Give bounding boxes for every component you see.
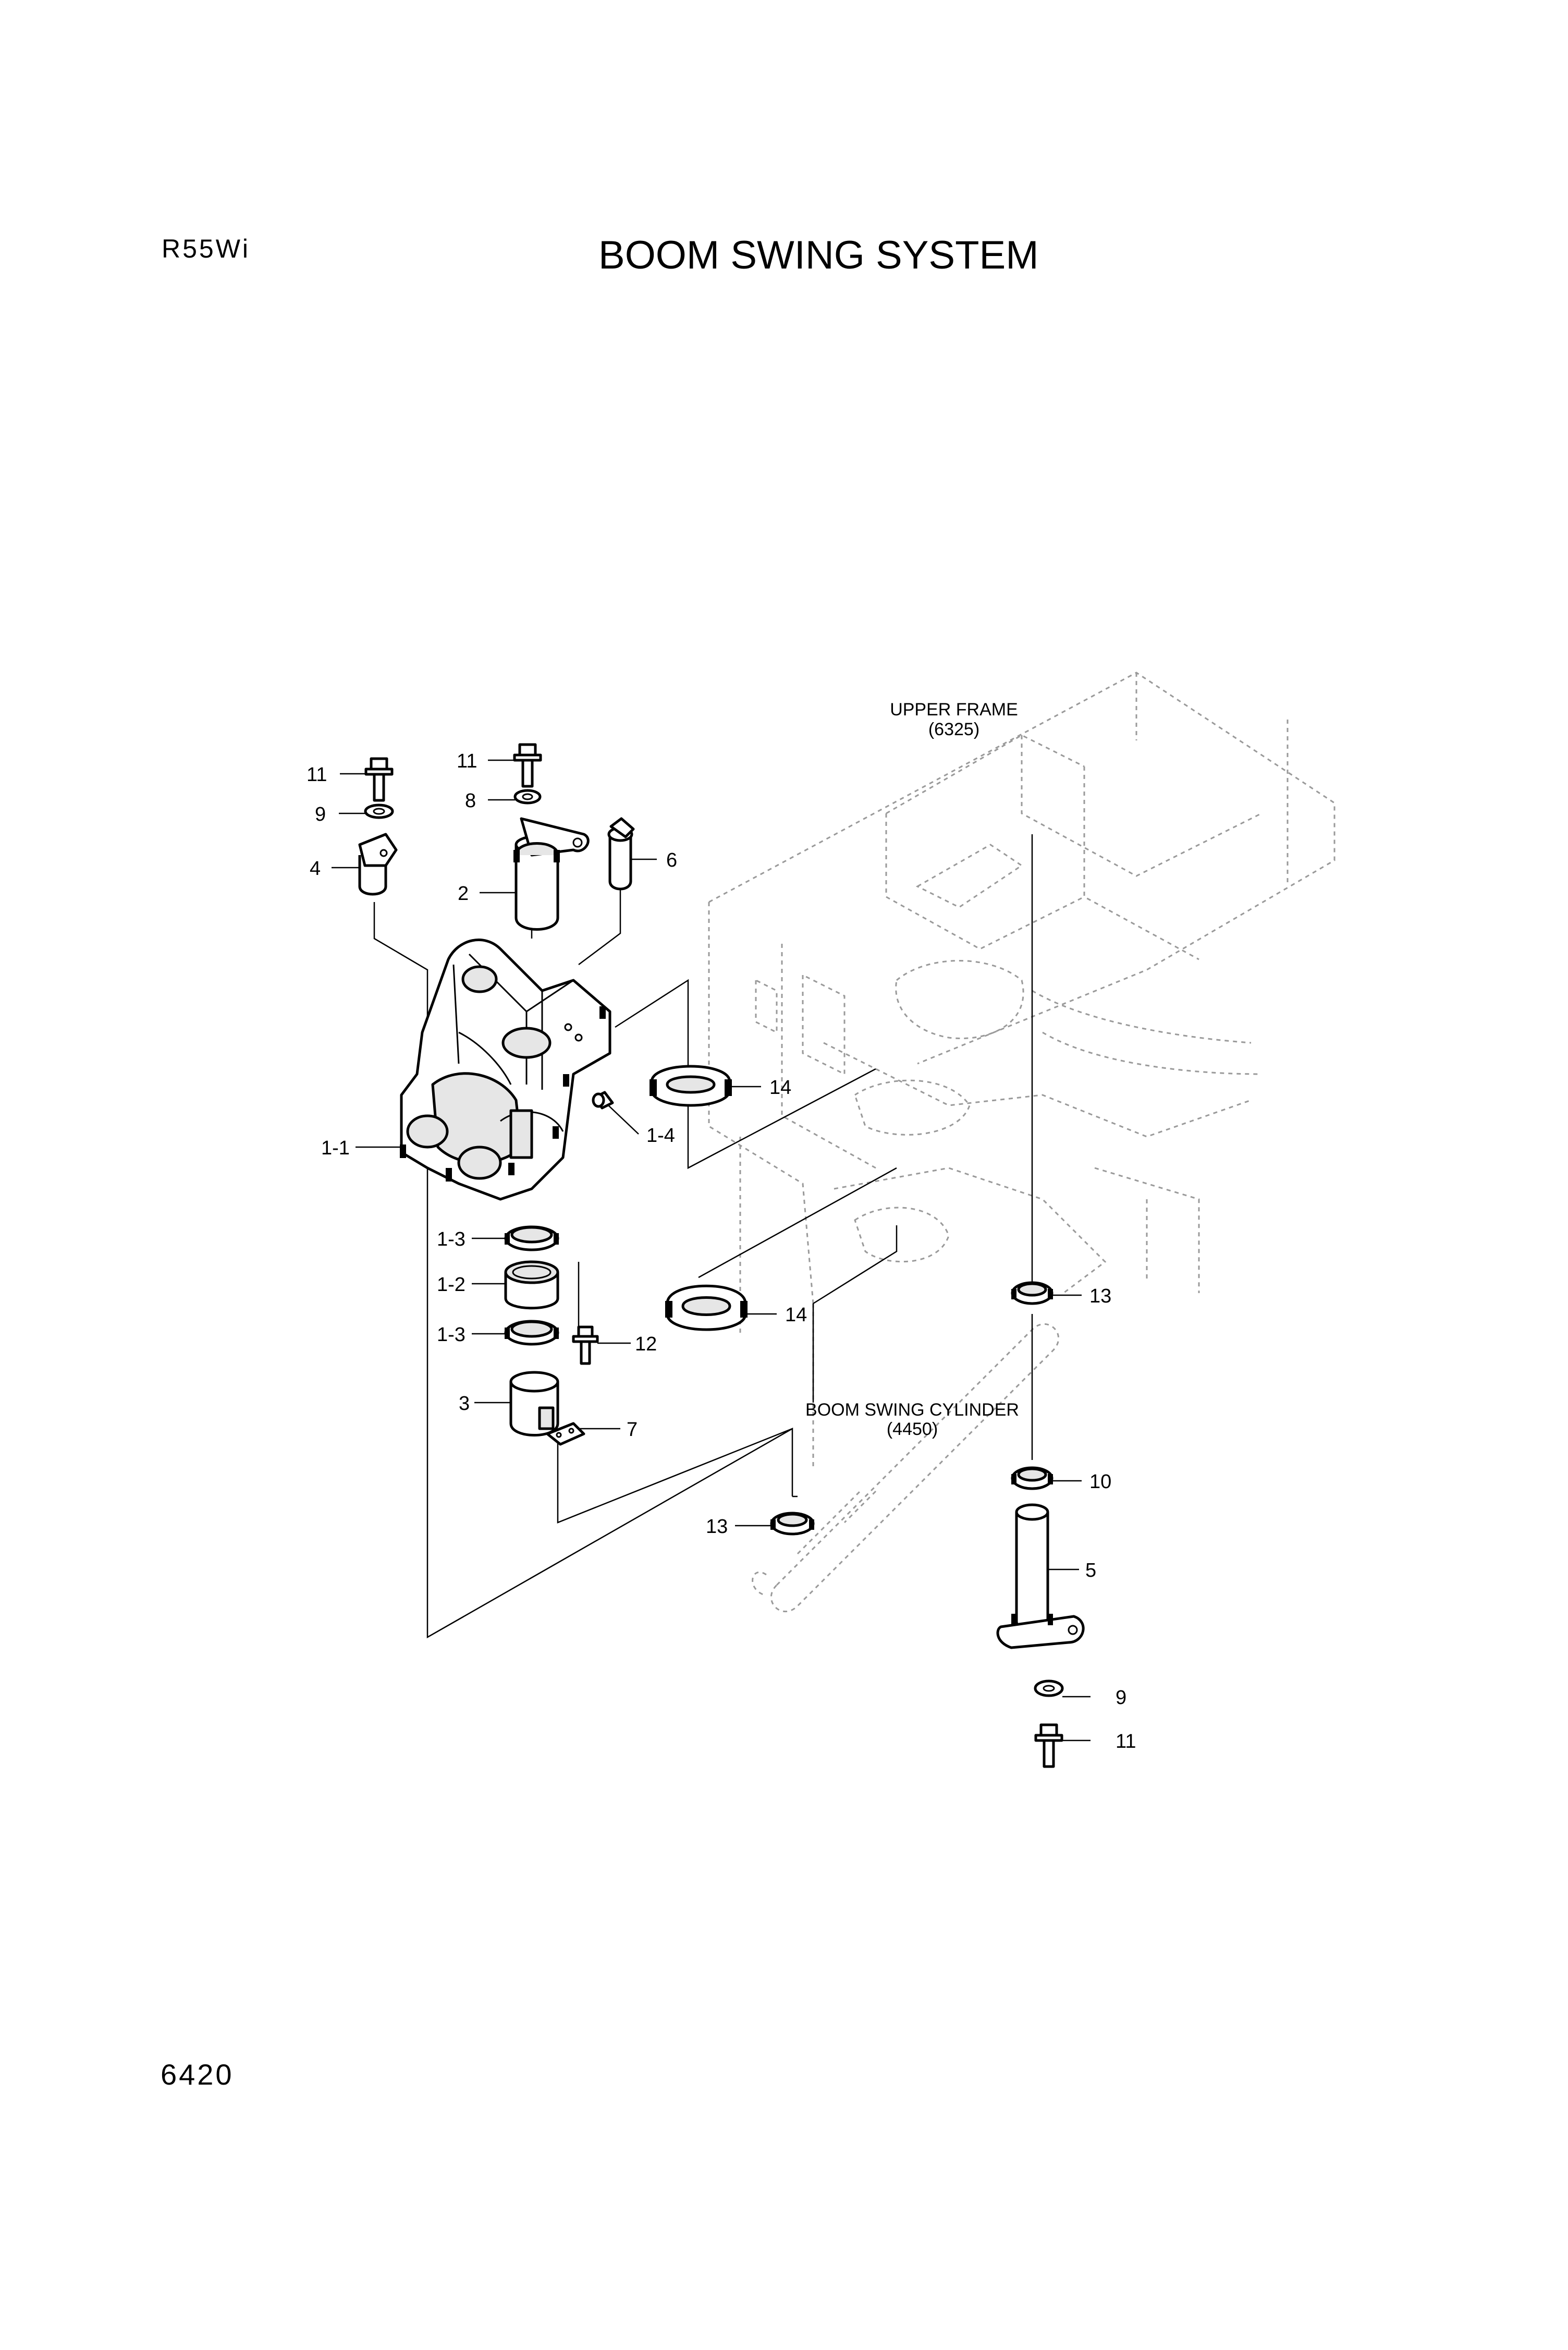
callout-5: 5 [1085, 1560, 1096, 1581]
callout-11-bottom: 11 [1116, 1731, 1136, 1752]
shim-14-lower [665, 1284, 748, 1331]
callout-9-top: 9 [315, 803, 326, 825]
callout-1-4: 1-4 [646, 1125, 675, 1147]
callout-11-top: 11 [457, 750, 477, 772]
shim-13-left [770, 1512, 815, 1536]
shim-14-upper [650, 1065, 732, 1107]
bolt-11-bottom [1034, 1723, 1063, 1768]
washer-8 [513, 789, 542, 805]
callout-12: 12 [635, 1333, 657, 1355]
callout-7: 7 [627, 1419, 638, 1441]
callout-13-left: 13 [706, 1516, 728, 1538]
bolt-12 [572, 1325, 599, 1365]
callout-9-bottom: 9 [1116, 1687, 1126, 1709]
callout-2: 2 [458, 883, 469, 905]
assembly-lines [373, 834, 1033, 1639]
plate-7 [546, 1422, 585, 1446]
model-code: R55Wi [162, 234, 251, 263]
callout-14-lower: 14 [785, 1304, 807, 1326]
callout-leaders [332, 759, 1091, 1742]
shim-10 [1011, 1466, 1054, 1490]
callout-13-right: 13 [1089, 1285, 1111, 1307]
boom-swing-cylinder-code: (4450) [887, 1419, 938, 1439]
upper-frame-label: UPPER FRAME [890, 700, 1018, 720]
upper-frame-reference: UPPER FRAME (6325) [890, 700, 1018, 739]
callout-1-2: 1-2 [437, 1274, 466, 1296]
bushing-1-2 [504, 1260, 559, 1310]
upper-frame-code: (6325) [928, 720, 979, 739]
grease-fitting-1-4 [592, 1091, 614, 1110]
boom-swing-cylinder-label: BOOM SWING CYLINDER [805, 1400, 1019, 1420]
callout-1-3-upper: 1-3 [437, 1228, 466, 1250]
washer-9-top [364, 803, 394, 819]
pin-6 [607, 817, 635, 891]
pin-3 [509, 1371, 559, 1436]
callout-11-left: 11 [307, 764, 327, 786]
callout-labels: 11 9 4 11 8 2 6 14 1-4 1-1 1-3 1-2 1-3 1… [307, 750, 1136, 1752]
page-title: BOOM SWING SYSTEM [598, 233, 1039, 277]
shim-1-3-upper [504, 1225, 559, 1251]
bolt-11-left [364, 757, 394, 802]
callout-10: 10 [1089, 1471, 1111, 1493]
boom-swing-cylinder-reference: BOOM SWING CYLINDER (4450) [805, 1400, 1019, 1439]
pin-2 [513, 817, 590, 931]
callout-1-1: 1-1 [321, 1137, 350, 1159]
callout-8: 8 [465, 790, 476, 812]
bolt-11-top [513, 743, 542, 788]
page-number: 6420 [161, 2058, 234, 2091]
pin-5 [996, 1503, 1085, 1649]
boom-swing-bracket [400, 939, 611, 1201]
callout-3: 3 [459, 1393, 470, 1415]
shim-1-3-lower [504, 1320, 559, 1346]
callout-6: 6 [666, 849, 677, 871]
pin-4 [358, 833, 398, 896]
callout-1-3-lower: 1-3 [437, 1324, 466, 1346]
shim-13-right [1011, 1281, 1054, 1305]
callout-4: 4 [310, 858, 321, 880]
callout-14-upper: 14 [769, 1077, 791, 1099]
upper-frame-ghost [708, 672, 1336, 1613]
washer-9-bottom [1034, 1679, 1064, 1697]
